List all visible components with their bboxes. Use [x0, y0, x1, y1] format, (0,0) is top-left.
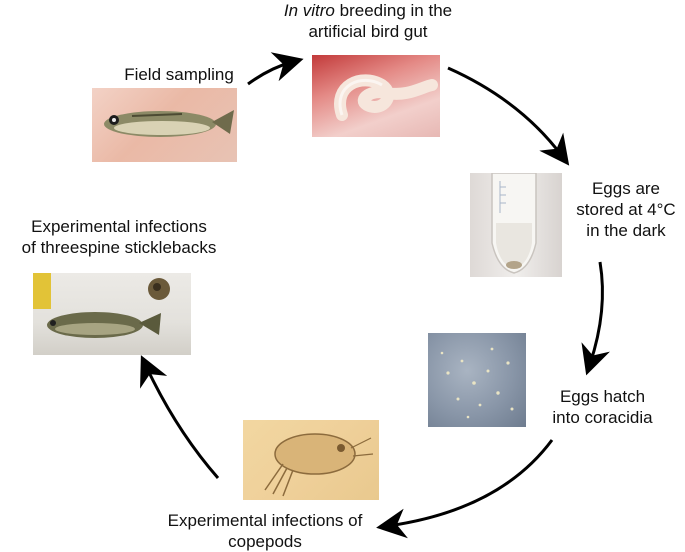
- copepods-label: Experimental infections of copepods: [167, 511, 363, 551]
- sticklebacks-label: Experimental infections of threespine st…: [21, 217, 217, 257]
- arrow-field-to-invitro: [247, 52, 304, 86]
- stickleback-photo: [33, 273, 191, 355]
- worm-in-dish-photo: [312, 55, 440, 137]
- egg-tube-photo: [470, 173, 562, 277]
- arrow-eggs-to-hatch: [581, 261, 610, 376]
- in-vitro-label: In vitro breeding in the artificial bird…: [283, 1, 453, 41]
- eggs-hatch-label: Eggs hatch into coracidia: [552, 387, 653, 427]
- eggs-stored-label: Eggs are stored at 4°C in the dark: [576, 179, 676, 240]
- arrow-copepods-to-sticklebacks: [140, 355, 220, 479]
- field-sampling-label: Field sampling: [124, 65, 234, 84]
- copepod-photo: [243, 420, 379, 500]
- arrow-invitro-to-eggs: [447, 66, 570, 166]
- coracidia-photo: [428, 333, 526, 427]
- fish-in-hand-photo: [92, 88, 237, 162]
- arrow-hatch-to-copepods: [376, 439, 554, 539]
